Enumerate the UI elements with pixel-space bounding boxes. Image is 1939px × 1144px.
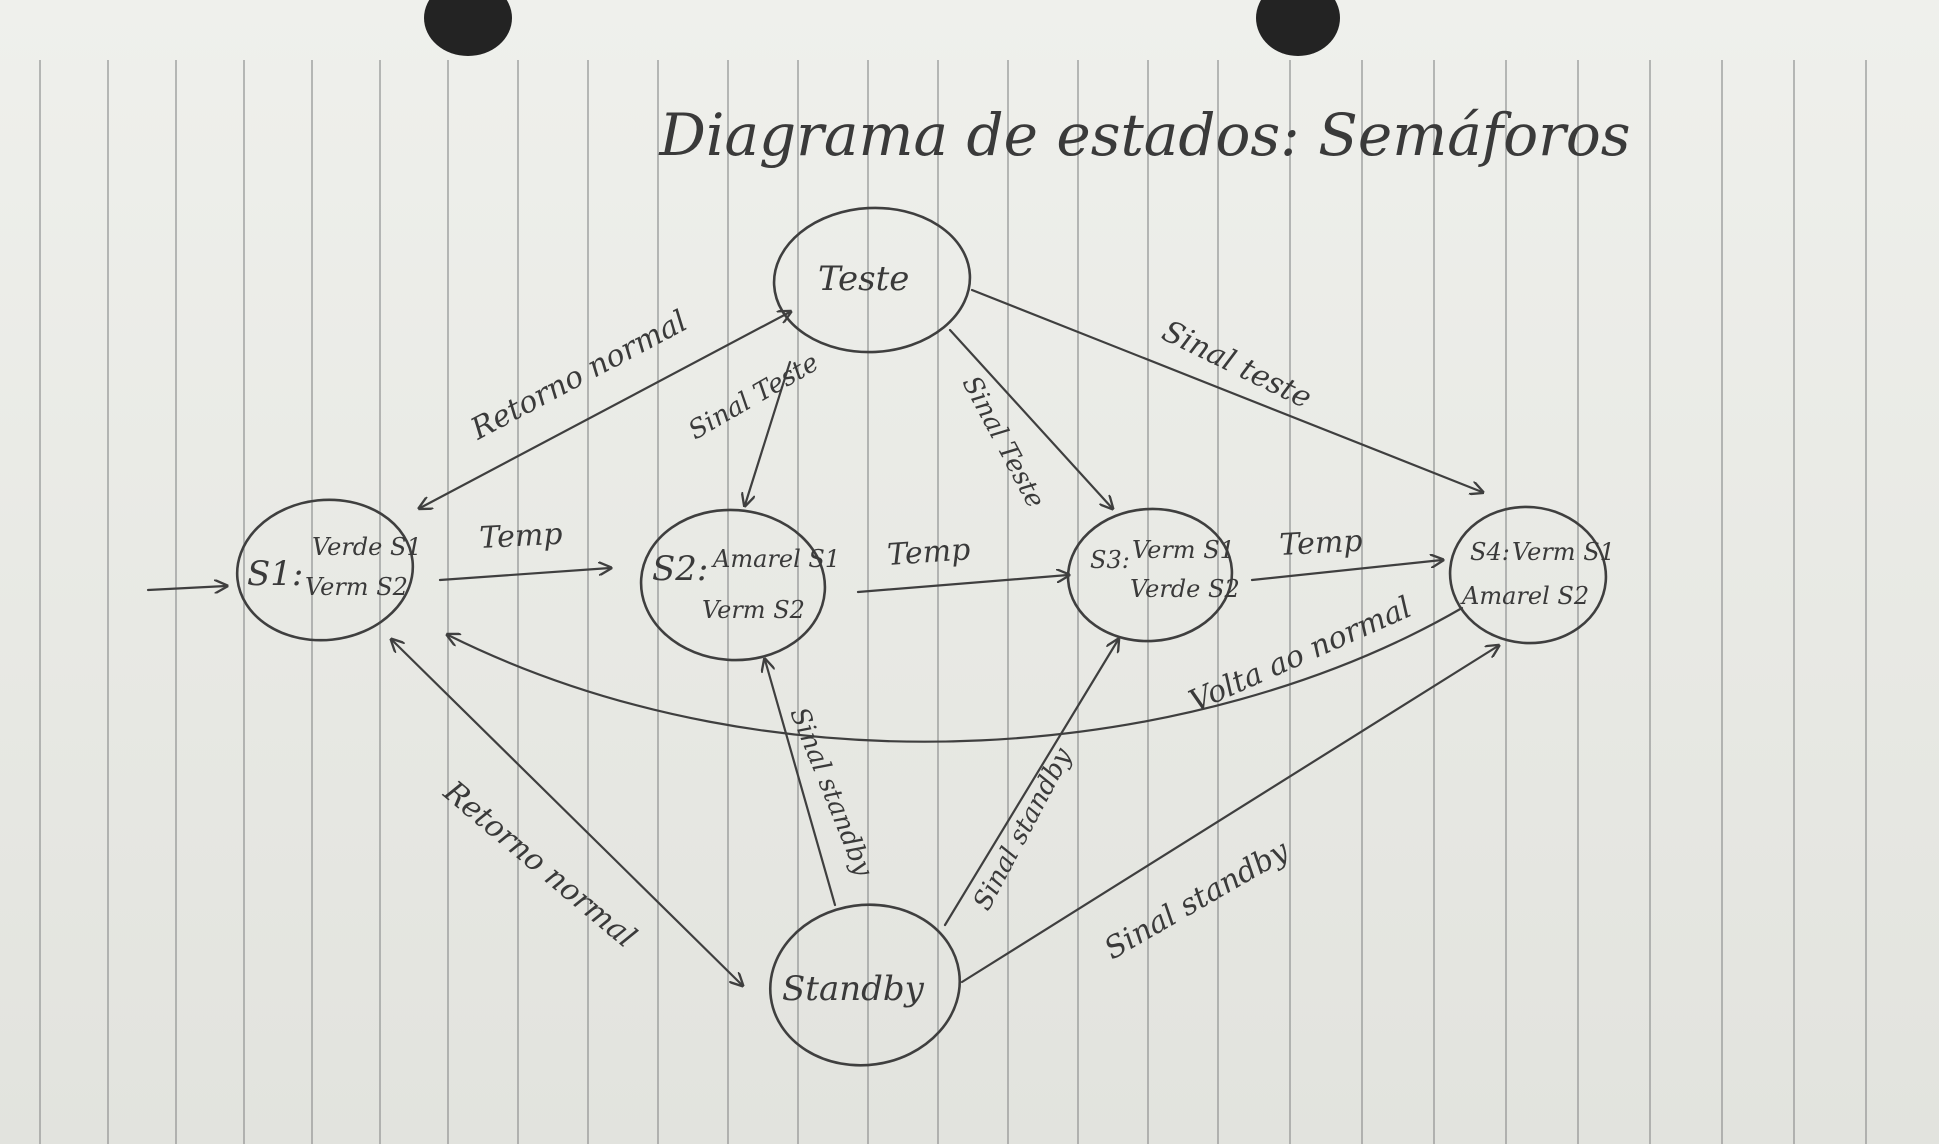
state-standby-circle: [768, 903, 962, 1067]
binder-hole: [1256, 0, 1340, 56]
state-s2-line1: Amarel S1: [711, 545, 840, 573]
state-s4-name: S4:: [1470, 538, 1510, 566]
arrow-s1-s2: [438, 568, 610, 582]
state-s2-name: S2:: [652, 549, 708, 589]
arrow-s4-s1: [448, 606, 1464, 743]
label-s3-s4: Temp: [1279, 524, 1364, 563]
state-s2: S2: Amarel S1 Verm S2: [652, 545, 840, 624]
arrow-s1-teste[interactable]: [420, 312, 790, 508]
initial-arrow: [146, 586, 226, 590]
state-s3-line1: Verm S1: [1132, 536, 1235, 564]
label-teste-s4: Sinal teste: [1156, 314, 1316, 416]
state-standby-label: Standby: [782, 969, 925, 1009]
state-s3: S3: Verm S1 Verde S2: [1090, 536, 1240, 603]
label-standby-s4: Sinal standby: [1099, 833, 1296, 967]
state-teste-label: Teste: [818, 259, 909, 299]
label-s2-s3: Temp: [886, 532, 971, 573]
diagram-title: Diagrama de estados: Semáforos: [658, 101, 1630, 169]
arrow-s3-s4: [1250, 560, 1442, 582]
arrow-teste-s3: [948, 328, 1112, 508]
state-s2-line2: Verm S2: [702, 596, 805, 624]
label-teste-s3: Sinal Teste: [956, 371, 1050, 513]
state-s1-line1: Verde S1: [312, 533, 422, 561]
state-s1-name: S1:: [247, 554, 303, 594]
arrow-standby-s1: [392, 640, 742, 985]
ruled-lines: [39, 60, 1867, 1144]
state-s4-line1: Verm S1: [1512, 538, 1615, 566]
state-s3-name: S3:: [1090, 546, 1130, 574]
state-teste-circle: [772, 206, 972, 354]
state-s1: S1: Verde S1 Verm S2: [247, 533, 422, 601]
state-s1-line2: Verm S2: [305, 573, 408, 601]
arrow-s2-s3: [856, 575, 1068, 594]
arrow-teste-s4: [970, 288, 1482, 492]
arrow-standby-s4: [960, 646, 1498, 984]
arrow-standby-s3: [943, 640, 1118, 927]
state-s4-line2: Amarel S2: [1460, 582, 1589, 610]
state-s1-circle: [235, 498, 415, 642]
binder-hole: [424, 0, 512, 56]
state-s3-line2: Verde S2: [1130, 575, 1240, 603]
arrow-teste-s2: [745, 360, 792, 505]
state-s4: S4: Verm S1 Amarel S2: [1460, 538, 1615, 610]
label-s1-teste: Retorno normal: [464, 304, 693, 448]
label-standby-s1: Retorno normal: [436, 774, 643, 955]
label-teste-s2: Sinal Teste: [684, 348, 824, 446]
arrow-standby-s2: [765, 660, 837, 907]
label-standby-s3: Sinal standby: [968, 743, 1079, 915]
state-s4-circle: [1448, 505, 1608, 645]
label-s1-s2: Temp: [479, 517, 564, 556]
